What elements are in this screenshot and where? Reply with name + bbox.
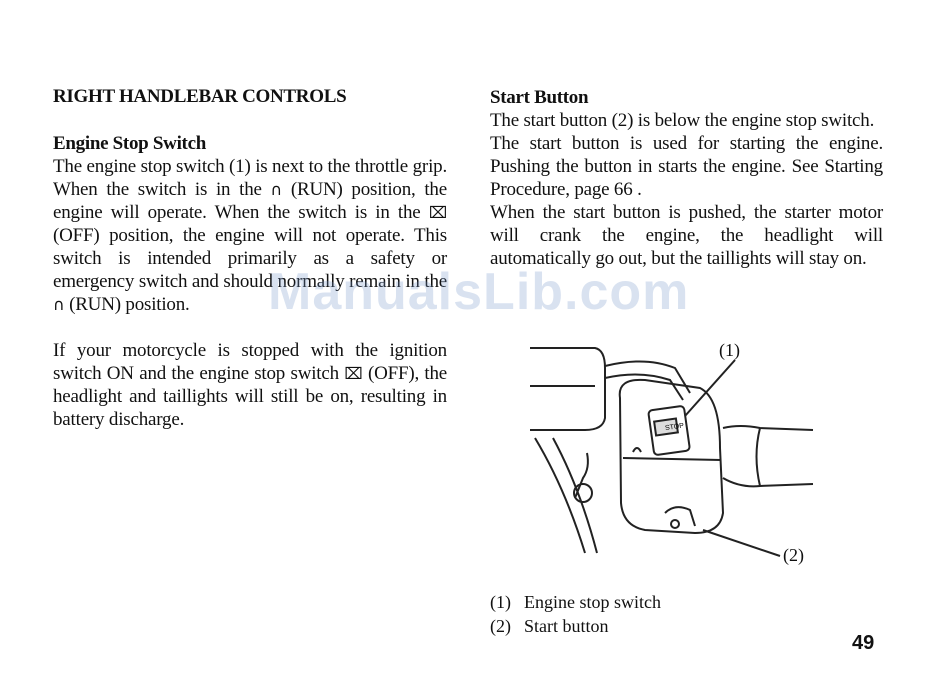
caption-2: (2) Start button (490, 616, 609, 636)
off-symbol-icon: ⌧ (428, 203, 447, 222)
engine-stop-heading: Engine Stop Switch (53, 133, 206, 154)
handlebar-illustration: STOP (1) (2) (525, 338, 815, 568)
run-symbol-icon: ∩ (270, 180, 283, 199)
start-button-paragraph: The start button (2) is below the engine… (490, 110, 883, 269)
run-symbol-icon: ∩ (53, 295, 65, 314)
right-column: Start Button The start button (2) is bel… (490, 86, 883, 270)
section-heading: RIGHT HANDLEBAR CONTROLS (53, 86, 347, 107)
caption-1: (1) Engine stop switch (490, 592, 661, 612)
battery-paragraph: If your motorcycle is stopped with the i… (53, 340, 447, 430)
off-symbol-icon: ⌧ (344, 364, 363, 383)
engine-stop-paragraph: The engine stop switch (1) is next to th… (53, 156, 447, 315)
handlebar-drawing: STOP (530, 347, 814, 557)
page-number: 49 (852, 632, 875, 654)
switch-label: STOP (665, 422, 685, 432)
callout-2: (2) (783, 545, 804, 565)
figure-captions: (1) Engine stop switch (2) Start button (490, 590, 661, 638)
left-column: RIGHT HANDLEBAR CONTROLS Engine Stop Swi… (53, 86, 447, 431)
callout-1: (1) (719, 340, 740, 360)
start-button-heading: Start Button (490, 87, 589, 108)
